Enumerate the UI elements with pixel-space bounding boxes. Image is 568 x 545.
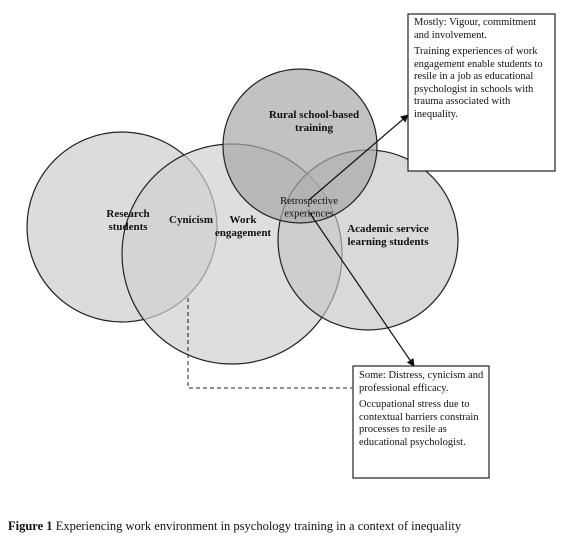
dashed-connector-cynicism bbox=[187, 298, 352, 389]
bottom-note-heading: Some: Distress, cynicism and professiona… bbox=[359, 370, 484, 394]
circle-rural-training bbox=[222, 68, 378, 224]
connector-to-bottom-box bbox=[308, 211, 415, 367]
caption-text: Experiencing work environment in psychol… bbox=[52, 519, 462, 533]
top-note-heading: Mostly: Vigour, commitment and involveme… bbox=[414, 17, 537, 41]
bottom-note-body: Occupational stress due to contextual ba… bbox=[359, 399, 479, 448]
caption-label: Figure 1 bbox=[8, 519, 53, 533]
connector-to-top-box bbox=[308, 114, 409, 201]
top-note-text: Mostly: Vigour, commitment and involveme… bbox=[414, 17, 552, 125]
top-note-body: Training experiences of work engagement … bbox=[414, 46, 543, 120]
bottom-note-text: Some: Distress, cynicism and professiona… bbox=[359, 370, 487, 453]
bottom-note-box bbox=[352, 365, 490, 479]
label-cynicism: Cynicism bbox=[169, 214, 213, 226]
top-note-box bbox=[407, 13, 556, 172]
figure-caption: Figure 1 Experiencing work environment i… bbox=[8, 519, 564, 534]
